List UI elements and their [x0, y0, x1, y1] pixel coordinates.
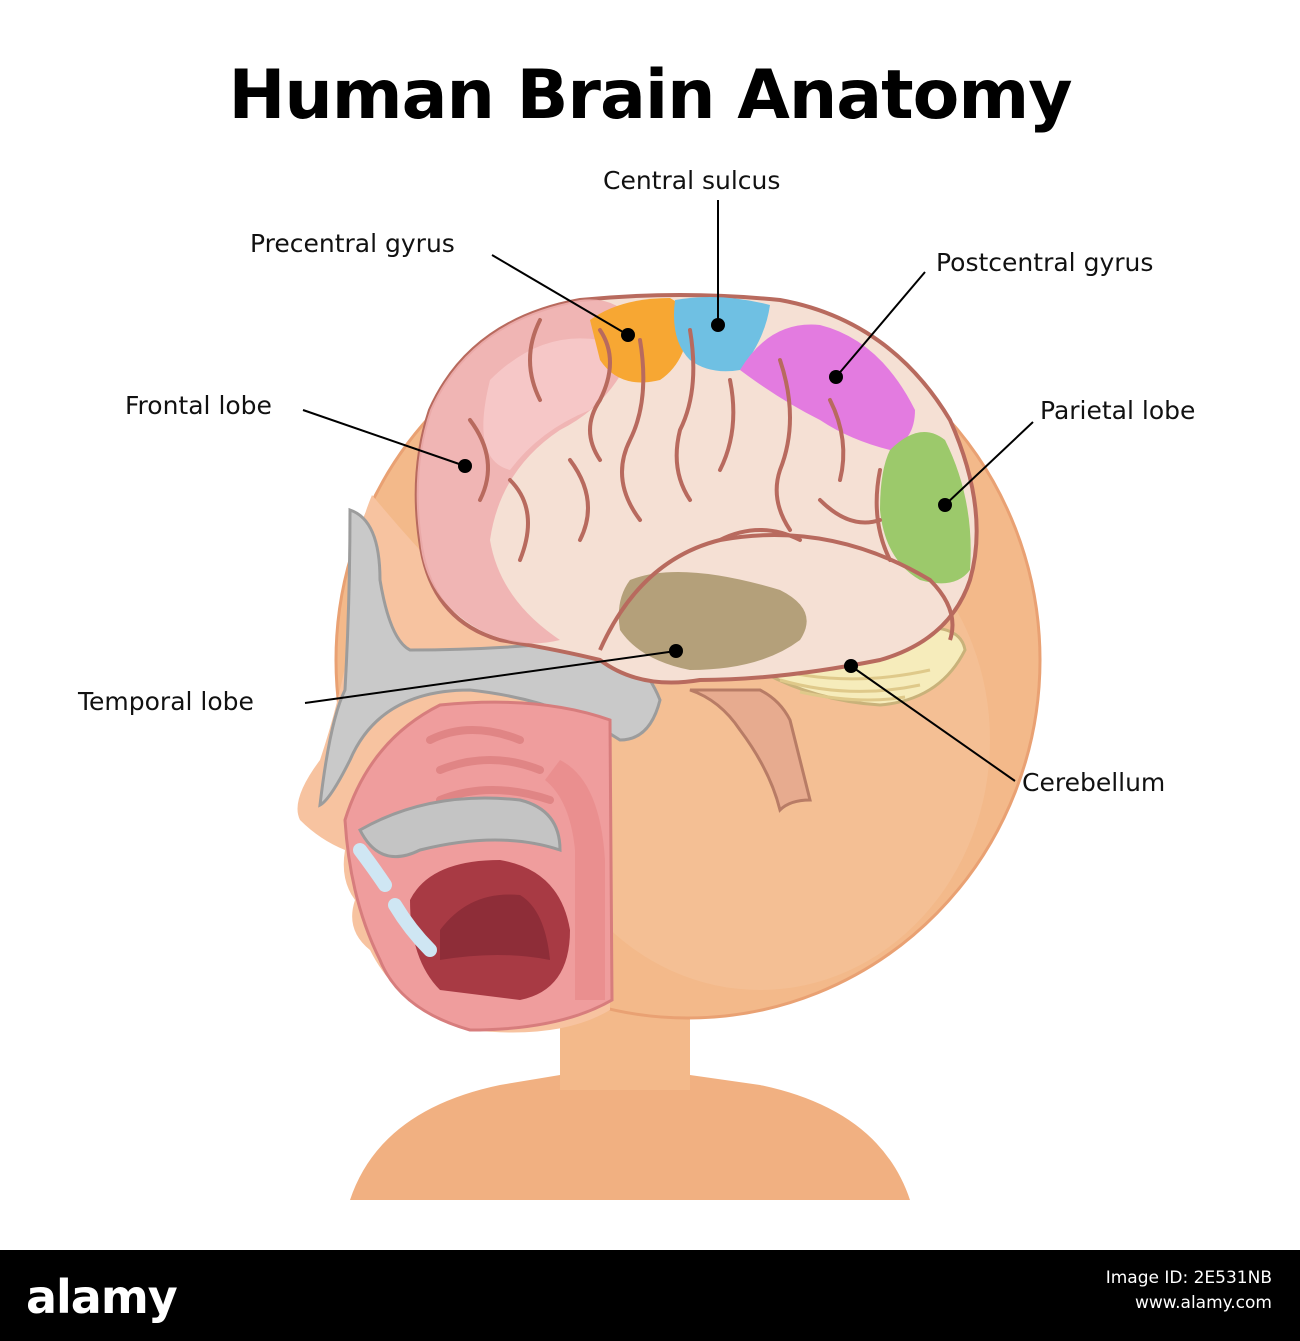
alamy-logo: alamy [26, 1270, 177, 1324]
label-cerebellum: Cerebellum [1022, 770, 1165, 795]
label-postcentral-gyrus: Postcentral gyrus [936, 250, 1153, 275]
footer-image-info: Image ID: 2E531NB www.alamy.com [1106, 1266, 1272, 1315]
cerebellum-dot [844, 659, 858, 673]
footer-site: www.alamy.com [1106, 1291, 1272, 1316]
label-frontal-lobe: Frontal lobe [125, 393, 272, 418]
label-temporal-lobe: Temporal lobe [78, 689, 254, 714]
footer-image-id: Image ID: 2E531NB [1106, 1266, 1272, 1291]
label-parietal-lobe: Parietal lobe [1040, 398, 1195, 423]
temporal-lobe-dot [669, 644, 683, 658]
parietal-lobe-dot [938, 498, 952, 512]
frontal-lobe-dot [458, 459, 472, 473]
label-precentral-gyrus: Precentral gyrus [250, 231, 455, 256]
central-sulcus-dot [711, 318, 725, 332]
postcentral-gyrus-dot [829, 370, 843, 384]
label-central-sulcus: Central sulcus [603, 168, 780, 193]
stock-footer-bar: alamy Image ID: 2E531NB www.alamy.com [0, 1250, 1300, 1341]
precentral-gyrus-dot [621, 328, 635, 342]
